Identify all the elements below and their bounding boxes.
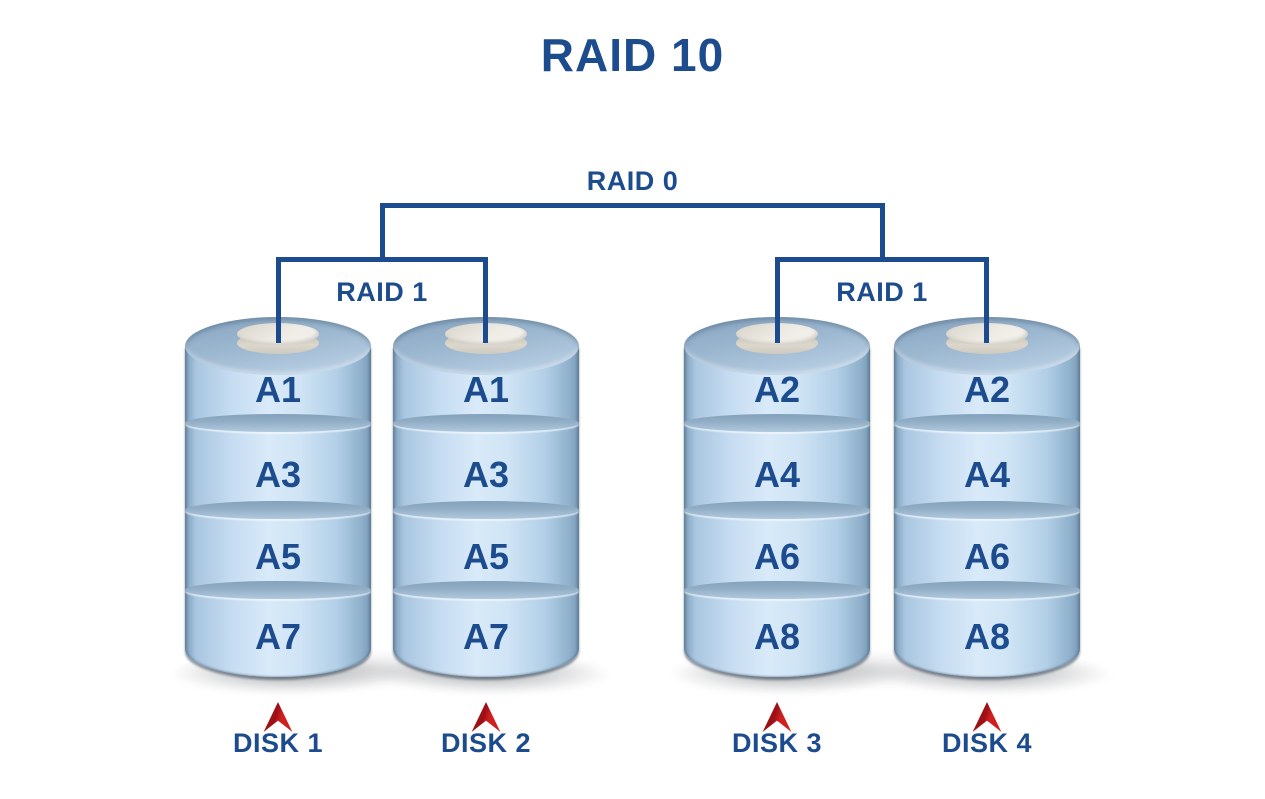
block-label: A6 <box>753 536 801 577</box>
disk-name-label: DISK 1 <box>232 728 324 758</box>
raid1-right-drop-disk3 <box>775 257 780 343</box>
raid0-label: RAID 0 <box>586 166 679 196</box>
block-label: A6 <box>963 536 1011 577</box>
block-label: A3 <box>462 454 510 495</box>
platter-divider <box>894 501 1080 519</box>
block-label: A4 <box>753 454 801 495</box>
platter-divider <box>684 581 870 599</box>
disk-4: A2 A4 A6 A8 DISK 4 <box>878 317 1114 787</box>
raid1-right-label: RAID 1 <box>836 277 928 307</box>
block-label: A5 <box>462 536 510 577</box>
raid0-connector-vertical-right <box>880 203 885 262</box>
block-label: A4 <box>963 454 1011 495</box>
block-label: A1 <box>254 369 302 410</box>
block-label: A2 <box>753 369 801 410</box>
block-label: A7 <box>462 616 510 657</box>
platter-divider <box>684 414 870 432</box>
block-label: A3 <box>254 454 302 495</box>
block-label: A2 <box>963 369 1011 410</box>
disk-name-label: DISK 3 <box>731 728 823 758</box>
disk-2: A1 A3 A5 A7 DISK 2 <box>377 317 613 787</box>
disk-3: A2 A4 A6 A8 DISK 3 <box>668 317 904 787</box>
raid1-right-connector-horizontal <box>775 257 989 262</box>
platter-divider <box>185 414 371 432</box>
raid0-connector-vertical-left <box>380 203 385 262</box>
disk-1: A1 A3 A5 A7 DISK 1 <box>169 317 405 787</box>
platter-divider <box>393 414 579 432</box>
block-label: A5 <box>254 536 302 577</box>
raid0-connector-horizontal <box>380 203 885 208</box>
platter-divider <box>393 581 579 599</box>
disk-name-label: DISK 2 <box>440 728 532 758</box>
disk-name-label: DISK 4 <box>941 728 1033 758</box>
platter-divider <box>894 581 1080 599</box>
block-label: A7 <box>254 616 302 657</box>
platter-divider <box>684 501 870 519</box>
page-title: RAID 10 <box>540 29 725 81</box>
platter-divider <box>185 501 371 519</box>
raid1-left-label: RAID 1 <box>336 277 428 307</box>
platter-divider <box>393 501 579 519</box>
platter-divider <box>185 581 371 599</box>
raid1-left-drop-disk2 <box>483 257 488 343</box>
platter-divider <box>894 414 1080 432</box>
raid1-right-drop-disk4 <box>984 257 989 343</box>
block-label: A1 <box>462 369 510 410</box>
raid1-left-drop-disk1 <box>276 257 281 343</box>
block-label: A8 <box>753 616 801 657</box>
block-label: A8 <box>963 616 1011 657</box>
raid1-left-connector-horizontal <box>276 257 488 262</box>
